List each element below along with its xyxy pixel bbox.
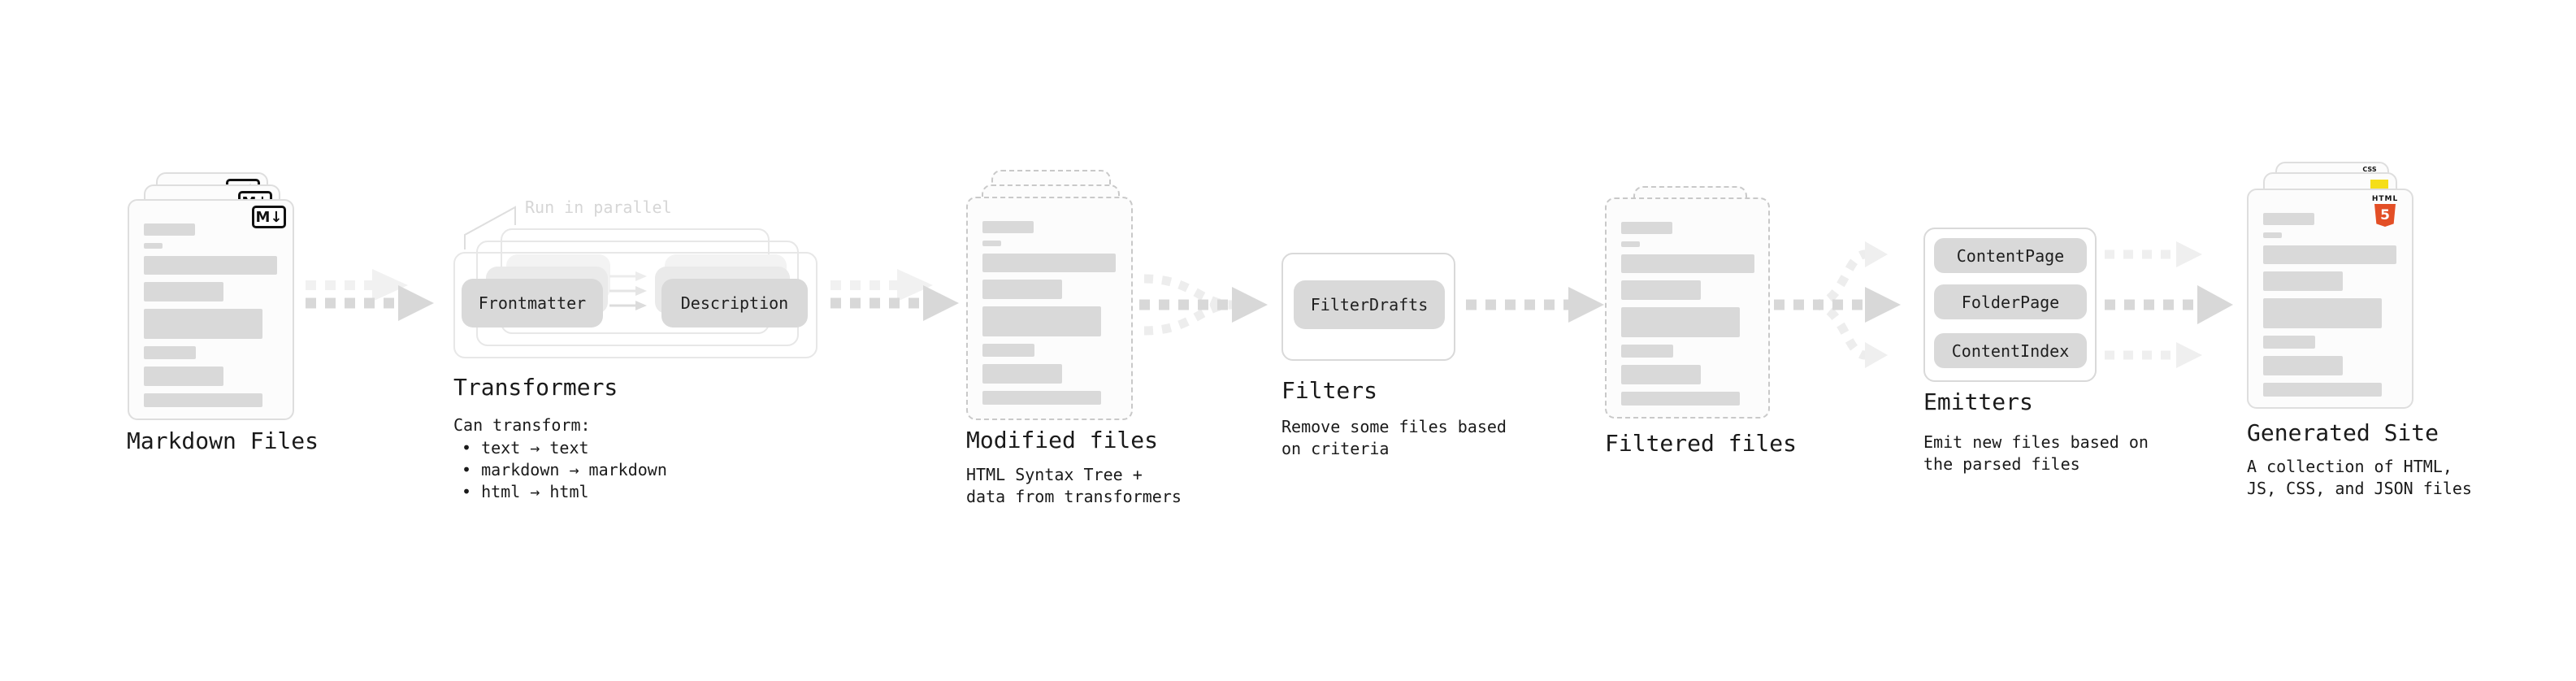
parallel-arrow-icon	[609, 271, 647, 281]
transformers-desc-heading: Can transform:	[453, 415, 591, 435]
doc-line-bar	[2263, 298, 2382, 328]
doc-line-bar	[144, 223, 195, 236]
emitters-desc: Emit new files based on the parsed files	[1923, 432, 2149, 475]
html5-icon: HTML 5	[2366, 195, 2404, 227]
markdown-files-label: Markdown Files	[127, 427, 319, 454]
filtered-file-card-front	[1605, 197, 1770, 419]
doc-placeholder-lines	[144, 223, 277, 407]
emitter-pill-label: FolderPage	[1961, 292, 2060, 312]
desc-line: JS, CSS, and JSON files	[2247, 479, 2472, 498]
doc-placeholder-lines	[2263, 213, 2396, 397]
js-icon	[2370, 180, 2388, 190]
run-in-parallel-leader-line	[464, 206, 516, 249]
flow-arrows-emitters-to-site	[2105, 241, 2233, 368]
doc-line-bar	[982, 280, 1062, 299]
run-in-parallel-annotation: Run in parallel	[525, 197, 672, 217]
transformer-pill-label: Description	[680, 293, 789, 313]
transformer-pill-description: Description	[661, 279, 808, 327]
desc-line: data from transformers	[966, 487, 1182, 506]
doc-line-bar	[1621, 345, 1673, 358]
desc-line: Emit new files based on	[1923, 432, 2149, 452]
doc-line-bar	[1621, 254, 1754, 273]
transformers-label: Transformers	[453, 374, 618, 401]
doc-line-bar	[144, 367, 223, 386]
desc-line: Remove some files based	[1281, 417, 1507, 436]
doc-line-bar	[144, 346, 196, 359]
doc-line-bar	[982, 344, 1034, 357]
doc-line-bar	[1621, 241, 1640, 247]
doc-line-bar	[144, 243, 163, 249]
doc-line-bar	[2263, 383, 2382, 397]
doc-line-bar	[2263, 232, 2282, 238]
flow-arrow-transformers-to-modified	[830, 269, 959, 321]
doc-line-bar	[982, 254, 1116, 272]
transformers-bullet: • text → text	[462, 438, 589, 458]
doc-line-bar	[2263, 245, 2396, 264]
doc-placeholder-lines	[982, 221, 1116, 405]
filtered-files-label: Filtered files	[1605, 430, 1798, 457]
doc-line-bar	[1621, 280, 1701, 300]
flow-arrow-fan-in-to-filters	[1139, 274, 1268, 336]
markdown-icon: M↓	[252, 206, 286, 228]
flow-arrow-filters-to-filtered	[1466, 287, 1604, 323]
emitter-pill-contentindex: ContentIndex	[1934, 333, 2087, 368]
css-icon-label: CSS	[2362, 166, 2377, 173]
html5-icon-shield: 5	[2374, 204, 2396, 227]
doc-line-bar	[144, 256, 277, 275]
doc-line-bar	[144, 282, 223, 301]
emitter-pill-contentpage: ContentPage	[1934, 238, 2087, 273]
site-file-card-html: HTML 5	[2247, 189, 2413, 409]
emitter-pill-label: ContentIndex	[1951, 340, 2070, 361]
transformer-pill-frontmatter: Frontmatter	[462, 279, 603, 327]
filters-desc: Remove some files based on criteria	[1281, 416, 1507, 460]
emitter-pill-folderpage: FolderPage	[1934, 284, 2087, 319]
doc-line-bar	[2263, 336, 2315, 349]
doc-line-bar	[982, 241, 1001, 246]
transformers-bullet: • html → html	[462, 482, 589, 501]
doc-line-bar	[982, 391, 1101, 405]
desc-line: the parsed files	[1923, 454, 2080, 474]
doc-line-bar	[1621, 307, 1740, 337]
parallel-arrow-icon	[609, 286, 647, 296]
generated-site-desc: A collection of HTML, JS, CSS, and JSON …	[2247, 456, 2472, 500]
desc-line: on criteria	[1281, 439, 1390, 458]
doc-line-bar	[2263, 213, 2314, 225]
filter-pill-label: FilterDrafts	[1310, 295, 1429, 314]
html5-icon-number: 5	[2380, 207, 2390, 223]
filters-label: Filters	[1281, 377, 1378, 404]
doc-placeholder-lines	[1621, 222, 1754, 406]
desc-line: HTML Syntax Tree +	[966, 465, 1143, 484]
doc-line-bar	[2263, 356, 2343, 375]
modified-files-desc: HTML Syntax Tree + data from transformer…	[966, 464, 1182, 508]
desc-line: A collection of HTML,	[2247, 457, 2452, 476]
doc-line-bar	[1621, 365, 1701, 384]
html5-icon-label: HTML	[2371, 195, 2399, 203]
doc-line-bar	[144, 309, 262, 339]
filter-pill-filterdrafts: FilterDrafts	[1294, 280, 1445, 329]
doc-line-bar	[2263, 271, 2343, 291]
generated-site-label: Generated Site	[2247, 419, 2439, 446]
doc-line-bar	[1621, 222, 1672, 234]
doc-line-bar	[982, 364, 1062, 384]
doc-line-bar	[144, 393, 262, 407]
parallel-arrow-icon	[609, 301, 647, 310]
modified-files-label: Modified files	[966, 427, 1159, 453]
flow-arrow-fan-out-to-emitters	[1774, 241, 1901, 368]
transformers-bullet: • markdown → markdown	[462, 460, 667, 479]
doc-line-bar	[982, 306, 1101, 336]
emitter-pill-label: ContentPage	[1956, 245, 2065, 266]
flow-arrow-markdown-to-transformers	[306, 269, 434, 321]
transformer-pill-label: Frontmatter	[478, 293, 587, 313]
doc-line-bar	[1621, 392, 1740, 406]
emitters-label: Emitters	[1923, 388, 2033, 415]
transformers-stack-box-front	[453, 252, 817, 358]
doc-line-bar	[982, 221, 1034, 233]
markdown-icon-glyph: M↓	[255, 208, 283, 226]
modified-file-card-front	[966, 197, 1133, 420]
markdown-file-card-front: M↓	[128, 199, 294, 420]
